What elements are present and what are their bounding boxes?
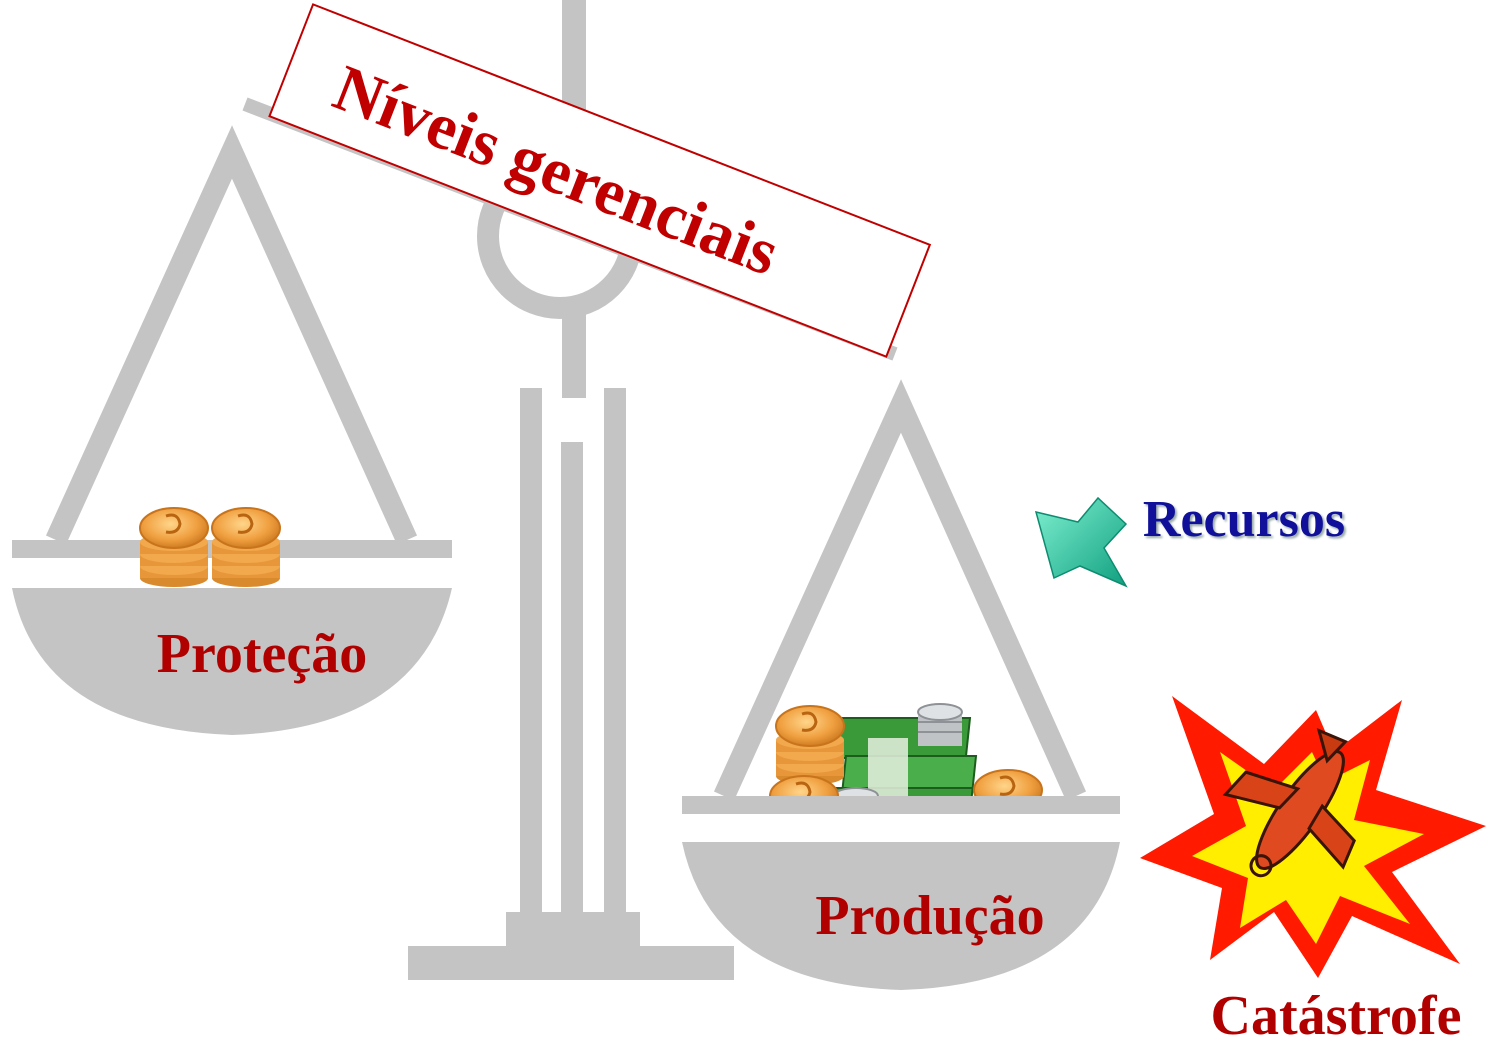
scale (242, 0, 898, 980)
left-pan-hanger (45, 125, 418, 545)
coin-stack-icon (210, 506, 282, 589)
right-pan: Produção (682, 379, 1120, 990)
scale-column-left (520, 388, 542, 916)
left-pan-bowl (12, 588, 452, 735)
plane-crash-icon (1222, 727, 1356, 878)
scale-base-step (506, 912, 640, 950)
catastrophe-label: Catástrofe (1211, 985, 1462, 1041)
arrow-icon (1034, 496, 1128, 588)
title-box (268, 3, 932, 358)
coin-stack-icon (774, 704, 846, 787)
right-pan-bowl (682, 842, 1120, 990)
coin-stack-icon (138, 506, 210, 589)
catastrophe: Catástrofe (1140, 696, 1486, 1041)
scale-column-right (604, 388, 626, 916)
scale-column-center (561, 442, 583, 916)
right-pan-hanger (713, 379, 1087, 801)
scale-base (408, 946, 734, 980)
right-pan-rim (682, 796, 1120, 814)
resources: Recursos (1034, 491, 1345, 588)
left-pan: Proteção (12, 125, 452, 735)
resources-label: Recursos (1143, 491, 1345, 548)
scale-lower-post (562, 306, 586, 398)
right-pan-label: Produção (815, 885, 1044, 947)
left-pan-label: Proteção (157, 623, 367, 685)
